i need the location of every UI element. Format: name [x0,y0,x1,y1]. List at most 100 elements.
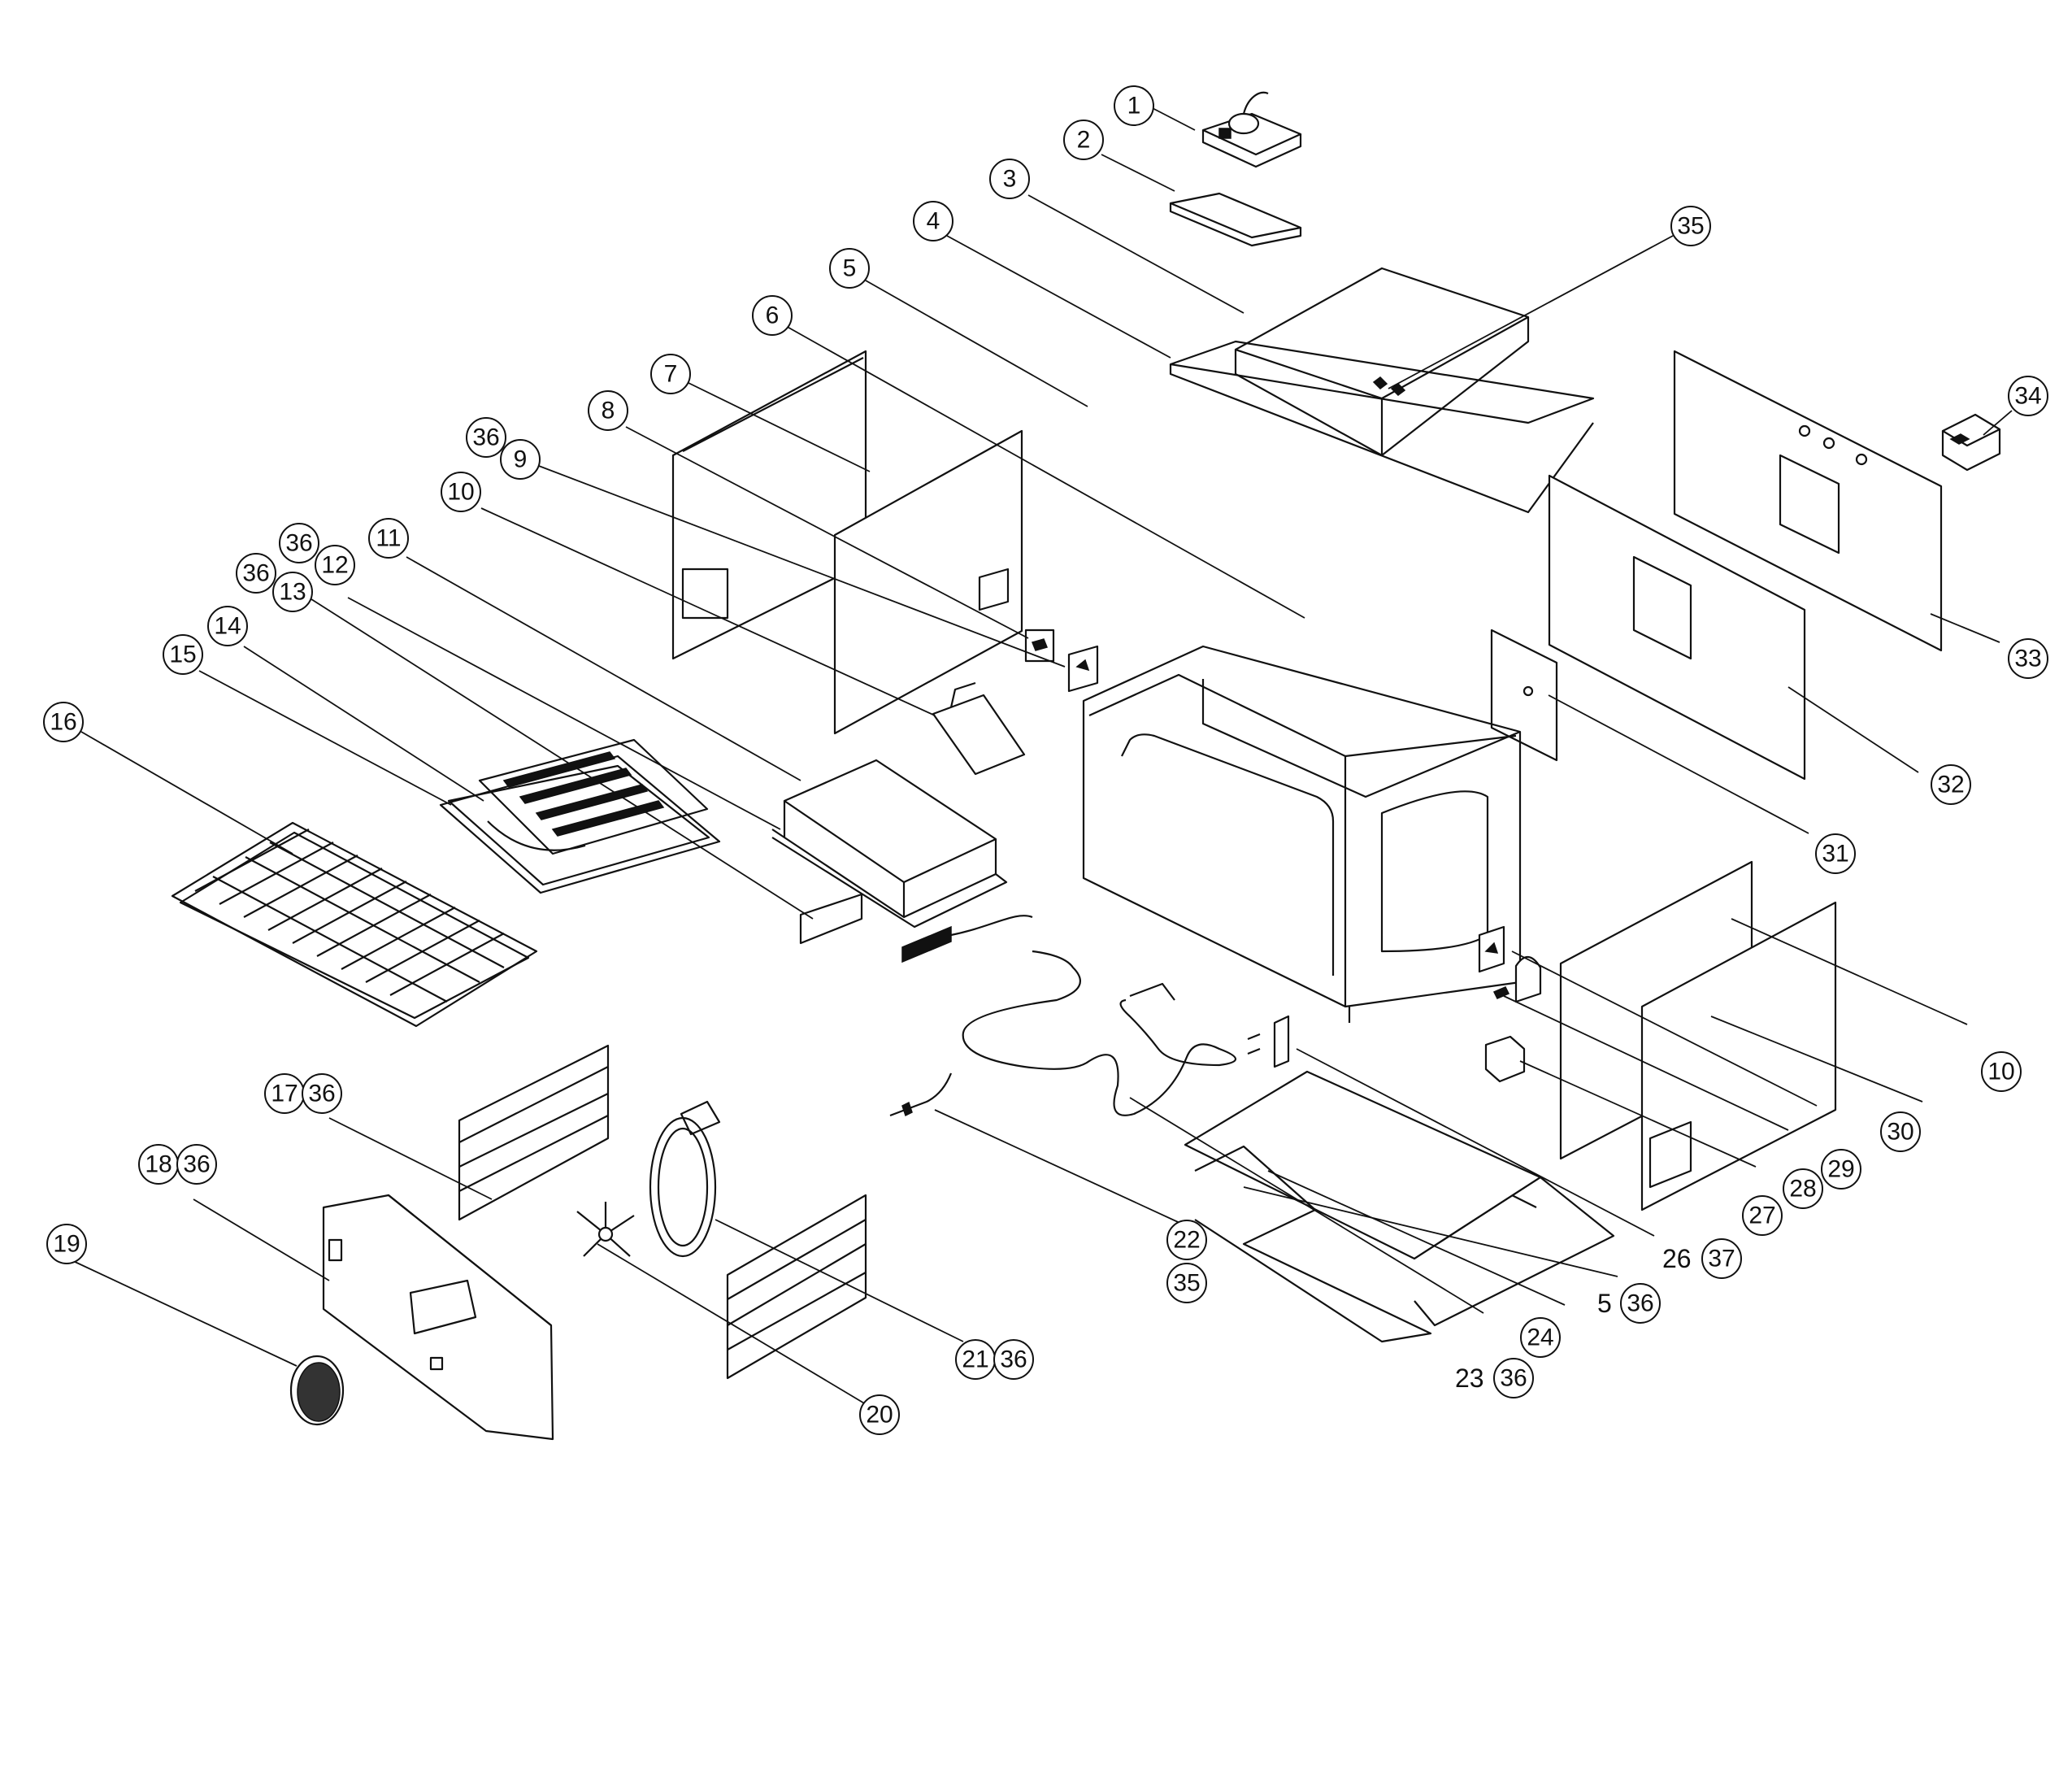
svg-text:7: 7 [664,361,678,388]
svg-text:34: 34 [2014,383,2041,410]
svg-text:8: 8 [602,398,615,424]
part-27-box [1484,1035,1526,1083]
svg-text:23: 23 [1455,1364,1484,1393]
callout-15: 15 [163,634,203,675]
callout-19: 19 [46,1224,87,1264]
callout-14: 14 [207,606,248,646]
svg-text:32: 32 [1937,772,1964,798]
part-24-floor-plate [1184,1070,1542,1260]
svg-text:17: 17 [271,1081,298,1107]
svg-text:21: 21 [962,1346,988,1373]
part-29-switch-plate [1478,925,1505,973]
svg-text:18: 18 [145,1151,172,1178]
svg-text:10: 10 [1987,1059,2014,1085]
callout-3: 3 [989,159,1030,199]
part-fan-blade [576,1202,635,1257]
callout-35: 35 [1670,206,1711,246]
svg-text:11: 11 [376,525,401,552]
callout-10-right: 10 [1981,1051,2022,1092]
callout-36-12: 36 12 [279,523,355,585]
callout-11: 11 [368,518,409,559]
callout-32: 32 [1931,764,1971,805]
part-6-panel [833,429,1023,735]
svg-text:12: 12 [321,552,348,579]
callout-30: 30 [1880,1111,1921,1152]
callout-34: 34 [2008,376,2048,416]
part-16-oven-rack [171,821,538,1028]
callout-17-36: 17 36 [264,1073,342,1114]
callout-2: 2 [1063,120,1104,160]
part-8-switch [1024,629,1055,663]
callout-20: 20 [859,1394,900,1435]
callout-33: 33 [2008,638,2048,679]
svg-text:29: 29 [1827,1156,1854,1183]
part-28-knob [1492,955,1542,1003]
svg-text:36: 36 [472,424,499,451]
part-18-front-panel [322,1194,554,1441]
svg-text:20: 20 [866,1402,893,1429]
part-4-top-cover [1169,267,1595,514]
svg-text:36: 36 [1000,1346,1027,1373]
svg-text:36: 36 [242,560,269,587]
callout-24: 24 [1520,1317,1561,1358]
svg-text:36: 36 [1500,1365,1527,1392]
svg-text:3: 3 [1003,166,1017,193]
part-19-round-filter [289,1355,345,1426]
svg-text:22: 22 [1173,1227,1200,1254]
part-5-floor-plate [1414,1176,1615,1327]
part-10-bracket [932,681,1026,776]
svg-text:1: 1 [1127,93,1141,120]
svg-text:27: 27 [1748,1203,1775,1229]
svg-text:28: 28 [1789,1176,1816,1203]
part-22-valve [889,1072,953,1117]
part-14-broiler-insert [478,738,709,855]
part-11-burner-box [771,759,1008,929]
part-23-floor-plate [1194,1145,1432,1343]
part-burner-tube [962,950,1237,1116]
part-1-control [1201,91,1302,168]
svg-text:36: 36 [1627,1290,1653,1317]
part-12-igniter [799,893,1033,963]
svg-text:24: 24 [1527,1324,1553,1351]
part-17-rack-support [458,1044,610,1221]
svg-text:14: 14 [214,613,241,640]
svg-text:35: 35 [1677,213,1704,240]
callout-18-36: 18 36 [138,1144,217,1185]
callout-29: 29 [1821,1149,1861,1190]
callout-5: 5 [829,248,870,289]
svg-text:36: 36 [183,1151,210,1178]
svg-text:36: 36 [285,530,312,557]
svg-text:36: 36 [308,1081,335,1107]
leader-lines [71,105,2013,1407]
callout-22-35: 22 35 [1166,1220,1207,1303]
part-21-element [649,1100,721,1258]
callout-4: 4 [913,201,953,241]
callout-16: 16 [43,702,84,742]
callout-8: 8 [588,390,628,431]
callout-6: 6 [752,295,793,336]
part-oven-cavity [1082,645,1522,1023]
svg-text:33: 33 [2014,646,2041,672]
callout-36-9: 36 9 [466,417,541,480]
svg-text:35: 35 [1173,1270,1200,1297]
svg-text:9: 9 [514,446,528,473]
svg-text:2: 2 [1077,127,1091,154]
callout-21-36: 21 36 [955,1339,1034,1380]
svg-text:5: 5 [843,255,857,282]
part-3-bracket-plate [1169,192,1302,247]
part-15-broiler-pan [439,755,721,894]
svg-text:19: 19 [53,1231,80,1258]
callout-5-36: 5 36 [1597,1283,1661,1324]
svg-text:13: 13 [279,579,306,606]
part-9-switch-plate [1067,645,1099,693]
callout-36-13: 36 13 [236,553,313,612]
svg-text:6: 6 [766,302,780,329]
svg-text:5: 5 [1597,1289,1612,1318]
part-32-rear-panel [1548,474,1806,781]
callout-28: 28 [1783,1168,1823,1209]
svg-text:10: 10 [447,479,474,506]
callout-23-36: 23 36 [1455,1358,1534,1398]
part-33-back-panel [1673,350,1943,652]
callout-31: 31 [1815,833,1856,874]
